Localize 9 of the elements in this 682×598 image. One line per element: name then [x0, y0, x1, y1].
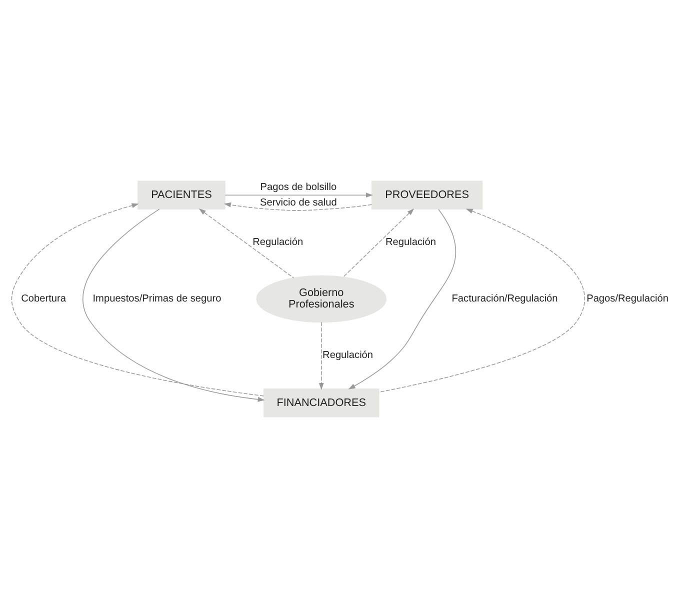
edge-label: Servicio de salud — [260, 198, 337, 209]
edge-label: Facturación/Regulación — [452, 294, 558, 305]
edge-label: Regulación — [322, 350, 374, 362]
edge-label: Pagos de bolsillo — [260, 182, 337, 193]
edge-label: Regulación — [252, 237, 304, 248]
edge-label: Impuestos/Primas de seguro — [92, 294, 222, 305]
edge-label: Cobertura — [21, 294, 66, 305]
edge-label: Pagos/Regulación — [586, 294, 669, 305]
edge-label: Regulación — [385, 237, 436, 248]
